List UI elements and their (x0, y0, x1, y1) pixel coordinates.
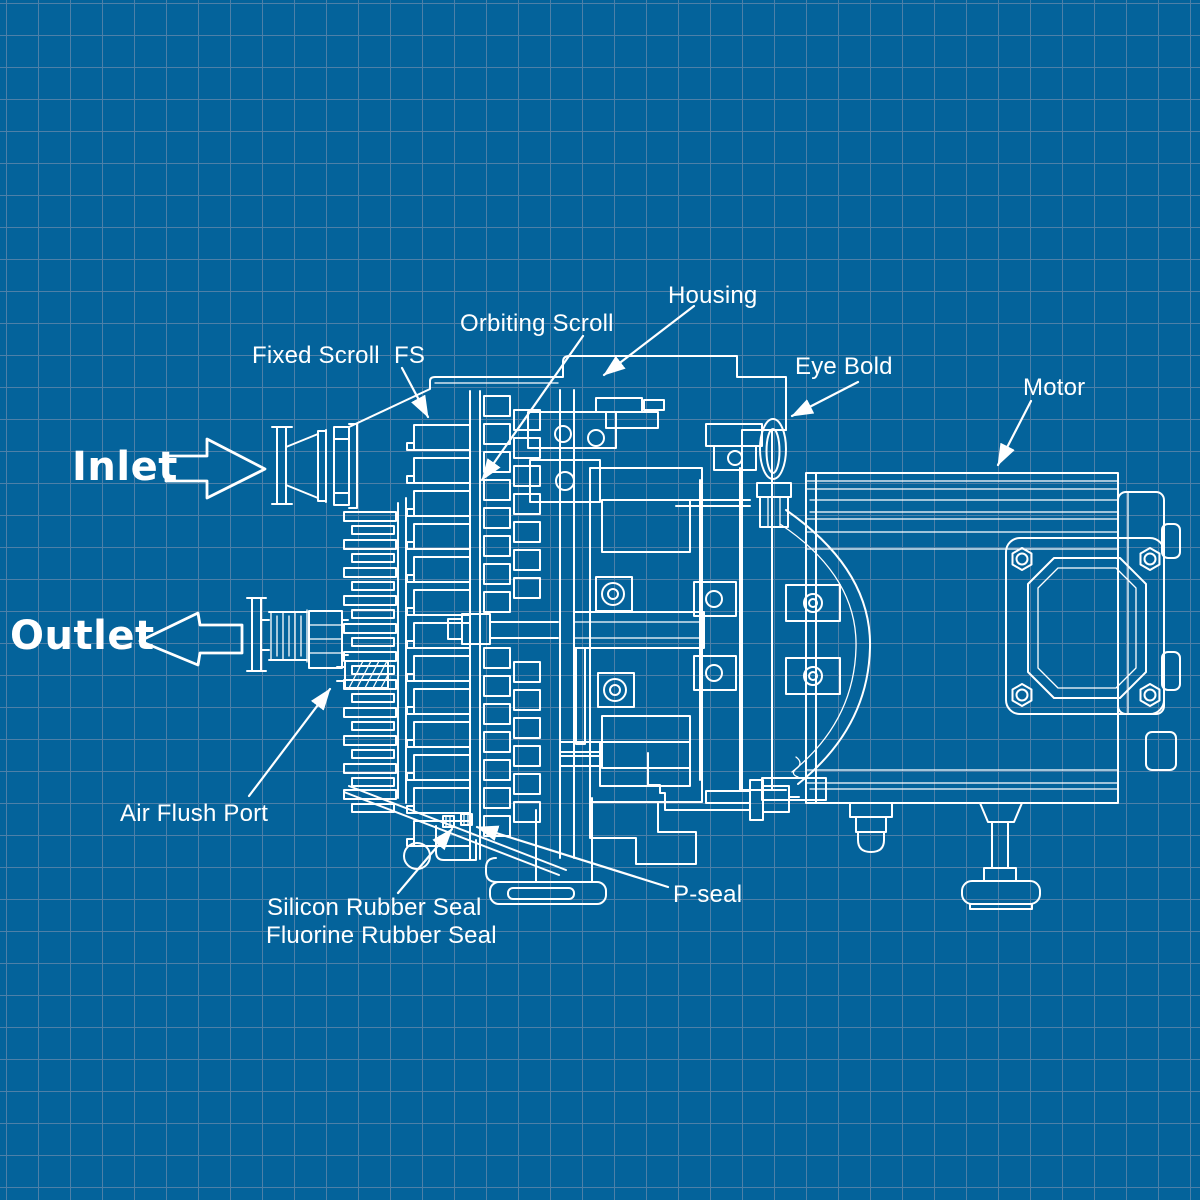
inlet-flow-arrow (164, 437, 267, 500)
flow-arrows-drawing (138, 437, 267, 667)
terminal-box-drawing (1005, 537, 1165, 715)
label-air-flush-port: Air Flush Port (120, 800, 269, 827)
seal-parts-drawing (435, 813, 477, 861)
label-eye-bold: Eye Bold (795, 353, 893, 380)
cable-gland-drawing (849, 802, 893, 853)
label-outlet: Outlet (10, 613, 155, 659)
leader-arrow-p-seal (475, 825, 670, 889)
leader-arrow-eye-bold (790, 380, 860, 418)
leader-arrow-air-flush-port (247, 687, 332, 798)
leader-arrows (247, 304, 1033, 895)
leader-arrow-orbiting-scroll (480, 334, 585, 482)
scroll-section-drawing (447, 395, 559, 837)
motor-drawing (805, 472, 1181, 910)
label-motor: Motor (1023, 374, 1086, 401)
eye-bolt-drawing (759, 418, 787, 480)
leader-arrow-housing (602, 304, 696, 377)
leader-arrow-silicon-rubber-seal (396, 827, 454, 895)
label-silicon-rubber-seal: Silicon Rubber Seal (267, 894, 482, 921)
label-housing: Housing (668, 282, 758, 309)
label-orbiting-scroll: Orbiting Scroll (460, 310, 614, 337)
cooling-fins-drawing (343, 424, 471, 847)
label-fixed-scroll: Fixed Scroll (252, 342, 380, 369)
label-p-seal: P-seal (673, 881, 743, 908)
crank-assembly-drawing (527, 389, 800, 865)
label-fs: FS (394, 342, 426, 369)
outlet-flow-arrow (138, 611, 244, 667)
label-inlet: Inlet (72, 444, 178, 490)
leader-arrow-motor (996, 399, 1033, 467)
inlet-port-drawing (271, 423, 358, 509)
outlet-port-drawing (246, 597, 349, 672)
rear-housing-drawing (741, 429, 872, 801)
leader-arrow-fs (400, 366, 430, 419)
leveling-foot-drawing (961, 802, 1041, 910)
label-fluorine-rubber-seal: Fluorine Rubber Seal (266, 922, 497, 949)
